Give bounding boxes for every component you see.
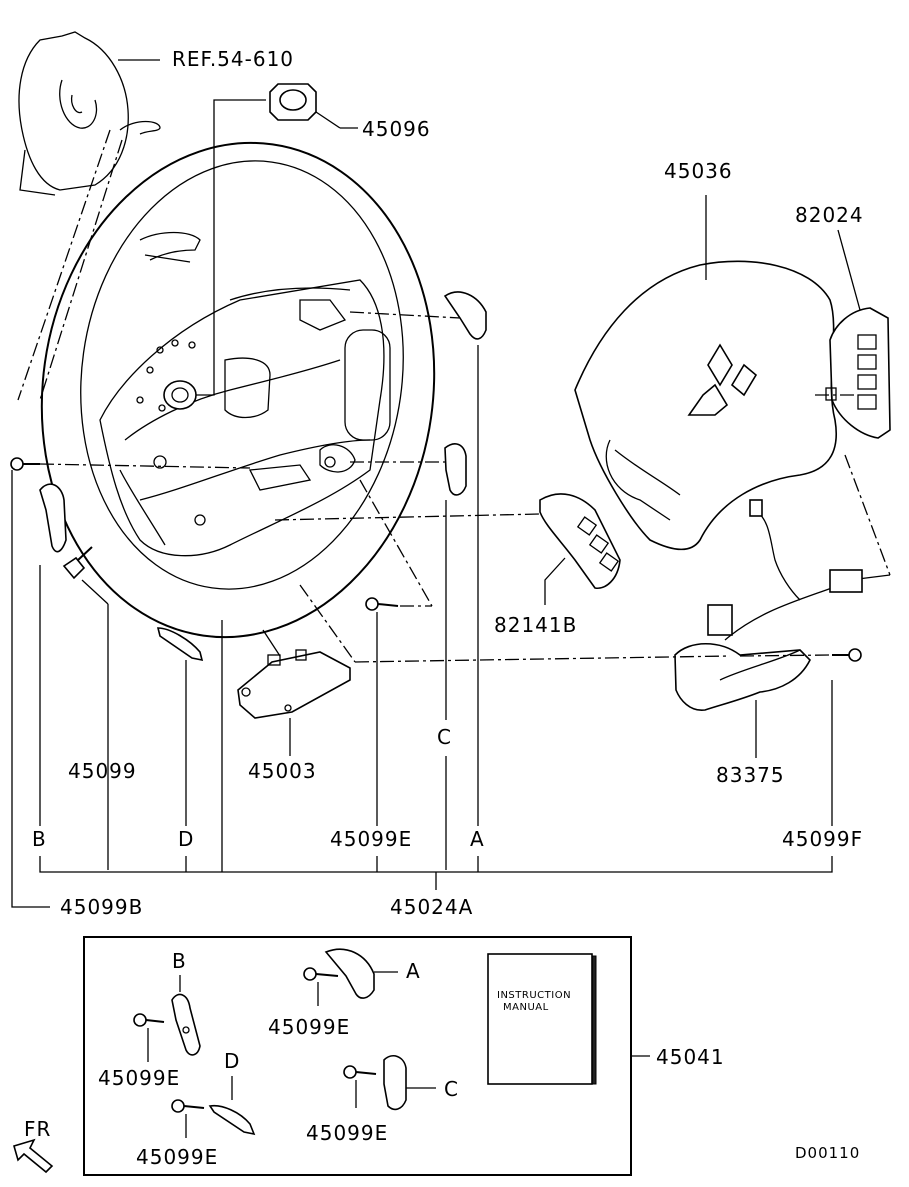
label-82024: 82024 (795, 203, 864, 227)
centerline-clock-spring-1 (17, 129, 111, 401)
label-a-main: A (470, 827, 485, 851)
label-45003: 45003 (248, 759, 317, 783)
kit-trim-d (208, 1104, 256, 1136)
kit-label-b: B (172, 949, 187, 973)
kit-trim-c (383, 1055, 407, 1111)
manual-text-line2: MANUAL (503, 1002, 549, 1013)
kit-label-45099e-3: 45099E (136, 1145, 218, 1169)
manual-text-line1: INSTRUCTION (497, 990, 571, 1001)
kit-screw-2 (303, 967, 339, 981)
kit-screw-3 (171, 1099, 205, 1113)
screw-45099e-part (365, 597, 399, 611)
kit-label-45099e-1: 45099E (98, 1066, 180, 1090)
leader-nut-to-hub (180, 99, 266, 396)
label-45036: 45036 (664, 159, 733, 183)
label-45041: 45041 (656, 1045, 725, 1069)
trim-d-part (156, 627, 204, 662)
label-c-main: C (437, 725, 452, 749)
label-45096: 45096 (362, 117, 431, 141)
lower-cover-45003-part (237, 649, 351, 719)
kit-label-a: A (406, 959, 421, 983)
leader-45099b (11, 470, 50, 908)
steering-switch-82024-part (825, 307, 891, 439)
screw-45099-part (62, 546, 93, 580)
label-45099b: 45099B (60, 895, 143, 919)
label-fr: FR (24, 1117, 51, 1141)
kit-label-d: D (224, 1049, 240, 1073)
label-45099e-main: 45099E (330, 827, 412, 851)
switch-cover-83375-part (674, 499, 863, 711)
airbag-module-45036-part (574, 260, 837, 551)
trim-b-part (39, 483, 67, 553)
clock-spring-part (18, 31, 161, 196)
diagram-code: D00110 (795, 1144, 860, 1162)
bus-45024a (39, 856, 833, 873)
kit-screw-1 (133, 1013, 165, 1027)
label-d-main: D (178, 827, 194, 851)
label-83375: 83375 (716, 763, 785, 787)
kit-trim-a (324, 948, 375, 999)
steering-switch-82141b-part (539, 493, 621, 589)
kit-label-c: C (444, 1077, 459, 1101)
label-45099f: 45099F (782, 827, 863, 851)
label-ref-54-610: REF.54-610 (172, 47, 294, 71)
label-45099: 45099 (68, 759, 137, 783)
kit-trim-b (171, 993, 201, 1056)
leader-82141b (544, 557, 566, 605)
trim-a-part (443, 291, 487, 340)
kit-label-45099e-4: 45099E (306, 1121, 388, 1145)
front-arrow-icon (13, 1138, 54, 1174)
label-45024a: 45024A (390, 895, 473, 919)
label-82141b: 82141B (494, 613, 577, 637)
leader-45096 (315, 111, 341, 129)
screw-45099b-part (10, 457, 40, 471)
label-b-main: B (32, 827, 47, 851)
centerline-clock-spring-2 (39, 139, 123, 401)
screw-45099f-part (832, 648, 862, 662)
trim-c-part (444, 443, 467, 496)
instruction-manual (487, 953, 597, 1085)
leader-82024 (837, 229, 861, 311)
nut-45096-part (269, 83, 317, 121)
kit-label-45099e-2: 45099E (268, 1015, 350, 1039)
steering-wheel-part (40, 141, 436, 639)
kit-screw-4 (343, 1065, 377, 1079)
